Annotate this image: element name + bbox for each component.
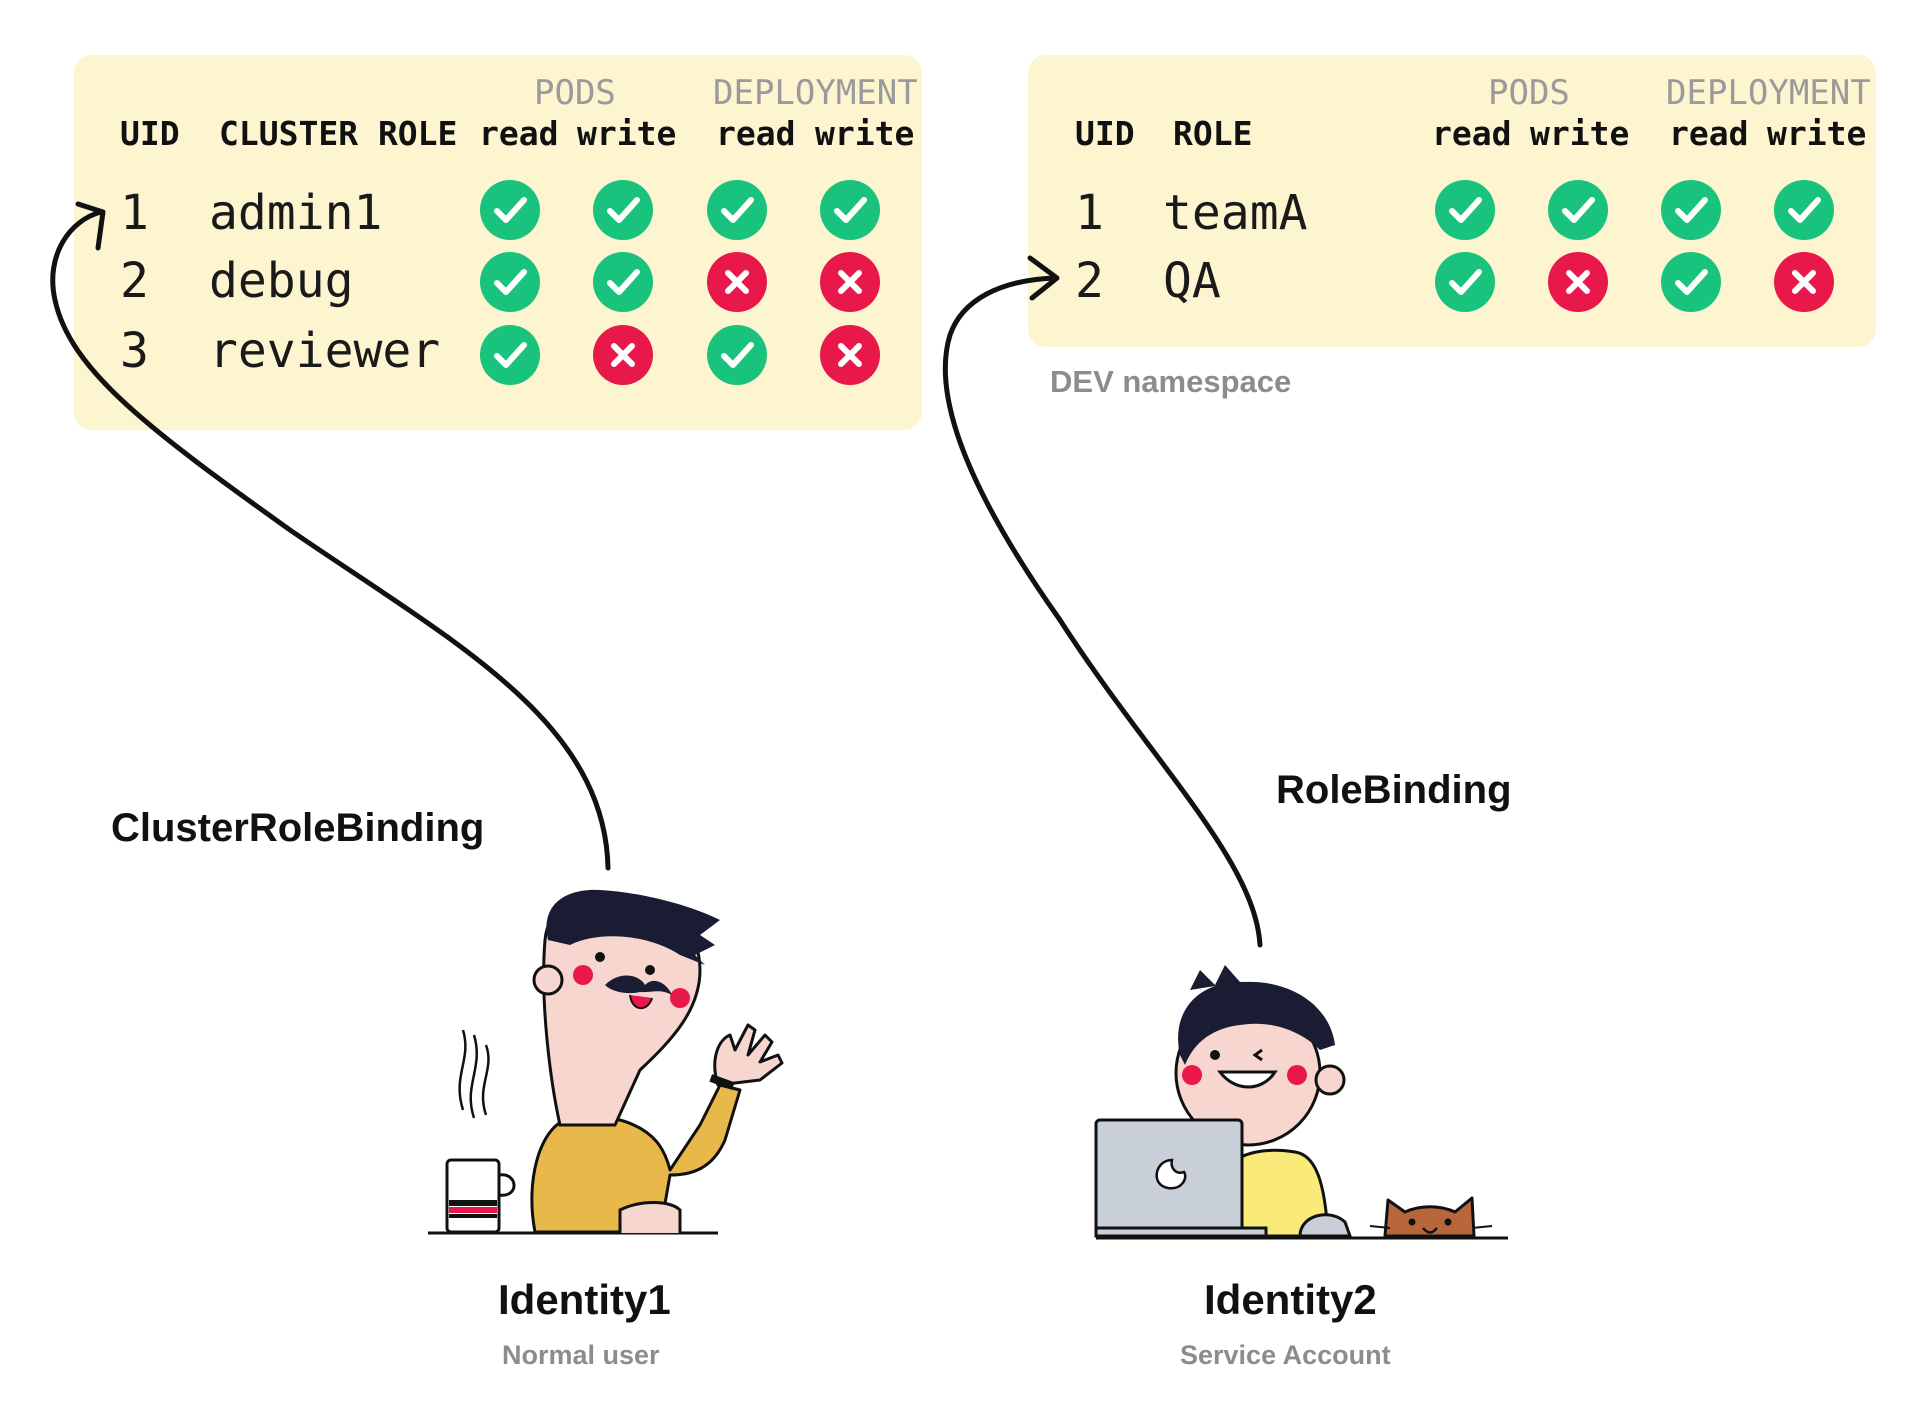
role-deployment-group: DEPLOYMENT (1666, 73, 1871, 113)
identity1-subtitle: Normal user (502, 1340, 660, 1370)
check-icon (707, 325, 767, 385)
header-pods-read: read (479, 114, 559, 153)
cat-icon (1369, 1196, 1493, 1238)
check-icon (480, 180, 540, 240)
identity1-name: Identity1 (498, 1276, 671, 1323)
cluster-row-name: reviewer (209, 323, 441, 379)
header-deployment-read: read (1669, 114, 1749, 153)
check-icon (820, 180, 880, 240)
cluster-row-uid: 3 (120, 323, 149, 379)
laptop-icon (1094, 1118, 1268, 1238)
cluster-row-name: debug (209, 253, 354, 309)
header-deployment-write: write (815, 114, 915, 153)
cluster-pods-group: PODS (534, 73, 616, 113)
cross-icon (1774, 252, 1834, 312)
cluster-row-name: admin1 (209, 185, 383, 241)
header-pods-read: read (1432, 114, 1512, 153)
header-role: ROLE (1173, 114, 1253, 153)
cluster-deployment-group: DEPLOYMENT (713, 73, 918, 113)
cross-icon (593, 325, 653, 385)
header-cluster-role: CLUSTER ROLE (219, 114, 458, 153)
check-icon (1435, 252, 1495, 312)
check-icon (480, 252, 540, 312)
check-icon (1661, 180, 1721, 240)
coffee-mug-icon (445, 1158, 516, 1234)
header-deployment-write: write (1767, 114, 1867, 153)
header-uid: UID (120, 114, 180, 153)
identity2-subtitle: Service Account (1180, 1340, 1391, 1370)
cross-icon (707, 252, 767, 312)
identity2-illustration (1094, 965, 1508, 1240)
cluster-row-uid: 1 (120, 185, 149, 241)
cluster-role-binding-label: ClusterRoleBinding (111, 806, 485, 850)
role-binding-label: RoleBinding (1276, 768, 1512, 812)
header-pods-write: write (577, 114, 677, 153)
header-uid: UID (1075, 114, 1135, 153)
cross-icon (820, 325, 880, 385)
check-icon (593, 180, 653, 240)
cross-icon (1548, 252, 1608, 312)
header-pods-write: write (1530, 114, 1630, 153)
role-row-uid: 2 (1075, 253, 1104, 309)
cluster-binding-arrow (50, 201, 611, 871)
check-icon (707, 180, 767, 240)
identity1-illustration (428, 889, 784, 1235)
check-icon (593, 252, 653, 312)
check-icon (480, 325, 540, 385)
role-row-name: QA (1163, 253, 1221, 309)
role-row-name: teamA (1163, 185, 1308, 241)
identity2-name: Identity2 (1204, 1276, 1377, 1323)
check-icon (1435, 180, 1495, 240)
role-row-uid: 1 (1075, 185, 1104, 241)
namespace-label: DEV namespace (1050, 364, 1292, 399)
cluster-row-uid: 2 (120, 253, 149, 309)
cross-icon (820, 252, 880, 312)
header-deployment-read: read (716, 114, 796, 153)
role-binding-arrow (942, 255, 1263, 948)
role-pods-group: PODS (1488, 73, 1570, 113)
check-icon (1548, 180, 1608, 240)
check-icon (1661, 252, 1721, 312)
check-icon (1774, 180, 1834, 240)
